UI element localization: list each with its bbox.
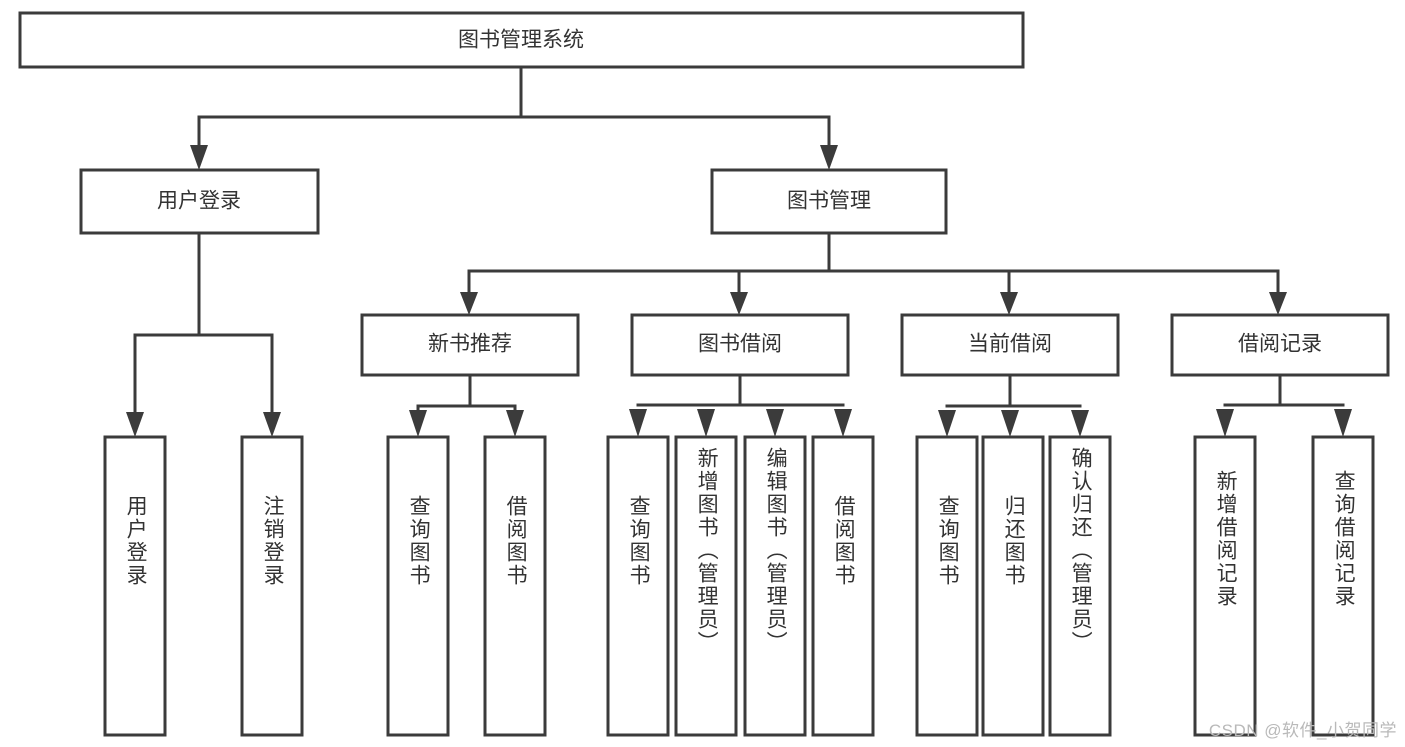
node-book-manage[interactable]: 图书管理 <box>710 168 948 235</box>
arrow-head-icon <box>1000 292 1018 315</box>
node-root-label: 图书管理系统 <box>458 29 584 52</box>
leaf-box-book-borrow-2[interactable] <box>743 435 807 737</box>
arrow-head-icon <box>820 145 838 170</box>
leaf-box-new-book-1[interactable] <box>483 435 547 737</box>
leaf-box-current-borrow-1[interactable] <box>981 435 1045 737</box>
arrow-head-icon <box>126 412 144 437</box>
arrow-head-icon <box>1269 292 1287 315</box>
node-new-book-recommend-label: 新书推荐 <box>428 333 512 356</box>
edge-root-to-level1 <box>190 65 838 170</box>
node-book-borrow[interactable]: 图书借阅 <box>630 313 850 377</box>
arrow-head-icon <box>697 409 715 437</box>
node-user-login-label: 用户登录 <box>157 190 241 213</box>
node-book-manage-label: 图书管理 <box>787 190 871 213</box>
edge-book-borrow-to-leaves <box>629 373 852 437</box>
node-book-borrow-label: 图书借阅 <box>698 333 782 356</box>
leaf-box-current-borrow-2[interactable] <box>1048 435 1112 737</box>
edge-book-manage-to-level2 <box>460 231 1287 315</box>
edge-borrow-record-to-leaves <box>1216 373 1352 437</box>
leaf-box-book-borrow-3[interactable] <box>811 435 875 737</box>
arrow-head-icon <box>263 412 281 437</box>
leaf-box-new-book-0[interactable] <box>386 435 450 737</box>
arrow-head-icon <box>409 410 427 437</box>
watermark-text: CSDN @软件_小贺同学 <box>1208 721 1397 740</box>
edge-user-login-to-leaves <box>126 231 281 437</box>
node-book-manage-box <box>710 168 948 235</box>
node-borrow-record[interactable]: 借阅记录 <box>1170 313 1390 377</box>
node-current-borrow[interactable]: 当前借阅 <box>900 313 1120 377</box>
node-new-book-recommend[interactable]: 新书推荐 <box>360 313 580 377</box>
node-current-borrow-label: 当前借阅 <box>968 333 1052 356</box>
leaf-box-user-login-1[interactable] <box>240 435 304 737</box>
node-root-box <box>18 11 1025 69</box>
arrow-head-icon <box>938 410 956 437</box>
arrow-head-icon <box>1071 410 1089 437</box>
node-borrow-record-label: 借阅记录 <box>1238 333 1322 356</box>
arrow-head-icon <box>506 410 524 437</box>
leaf-box-borrow-record-1[interactable] <box>1311 435 1375 737</box>
node-book-borrow-box <box>630 313 850 377</box>
arrow-head-icon <box>730 292 748 315</box>
node-current-borrow-box <box>900 313 1120 377</box>
arrow-head-icon <box>629 409 647 437</box>
arrow-head-icon <box>766 409 784 437</box>
leaf-box-user-login-0[interactable] <box>103 435 167 737</box>
arrow-head-icon <box>460 292 478 315</box>
arrow-head-icon <box>1001 410 1019 437</box>
node-root[interactable]: 图书管理系统 <box>18 11 1025 69</box>
arrow-head-icon <box>834 409 852 437</box>
arrow-head-icon <box>190 145 208 170</box>
edge-current-borrow-to-leaves <box>938 373 1089 437</box>
node-borrow-record-box <box>1170 313 1390 377</box>
arrow-head-icon <box>1334 409 1352 437</box>
leaf-box-book-borrow-0[interactable] <box>606 435 670 737</box>
leaf-box-borrow-record-0[interactable] <box>1193 435 1257 737</box>
node-new-book-recommend-box <box>360 313 580 377</box>
edge-new-book-recommend-to-leaves <box>409 373 524 437</box>
leaf-box-book-borrow-1[interactable] <box>674 435 738 737</box>
node-user-login[interactable]: 用户登录 <box>79 168 320 235</box>
leaf-box-current-borrow-0[interactable] <box>915 435 979 737</box>
arrow-head-icon <box>1216 409 1234 437</box>
